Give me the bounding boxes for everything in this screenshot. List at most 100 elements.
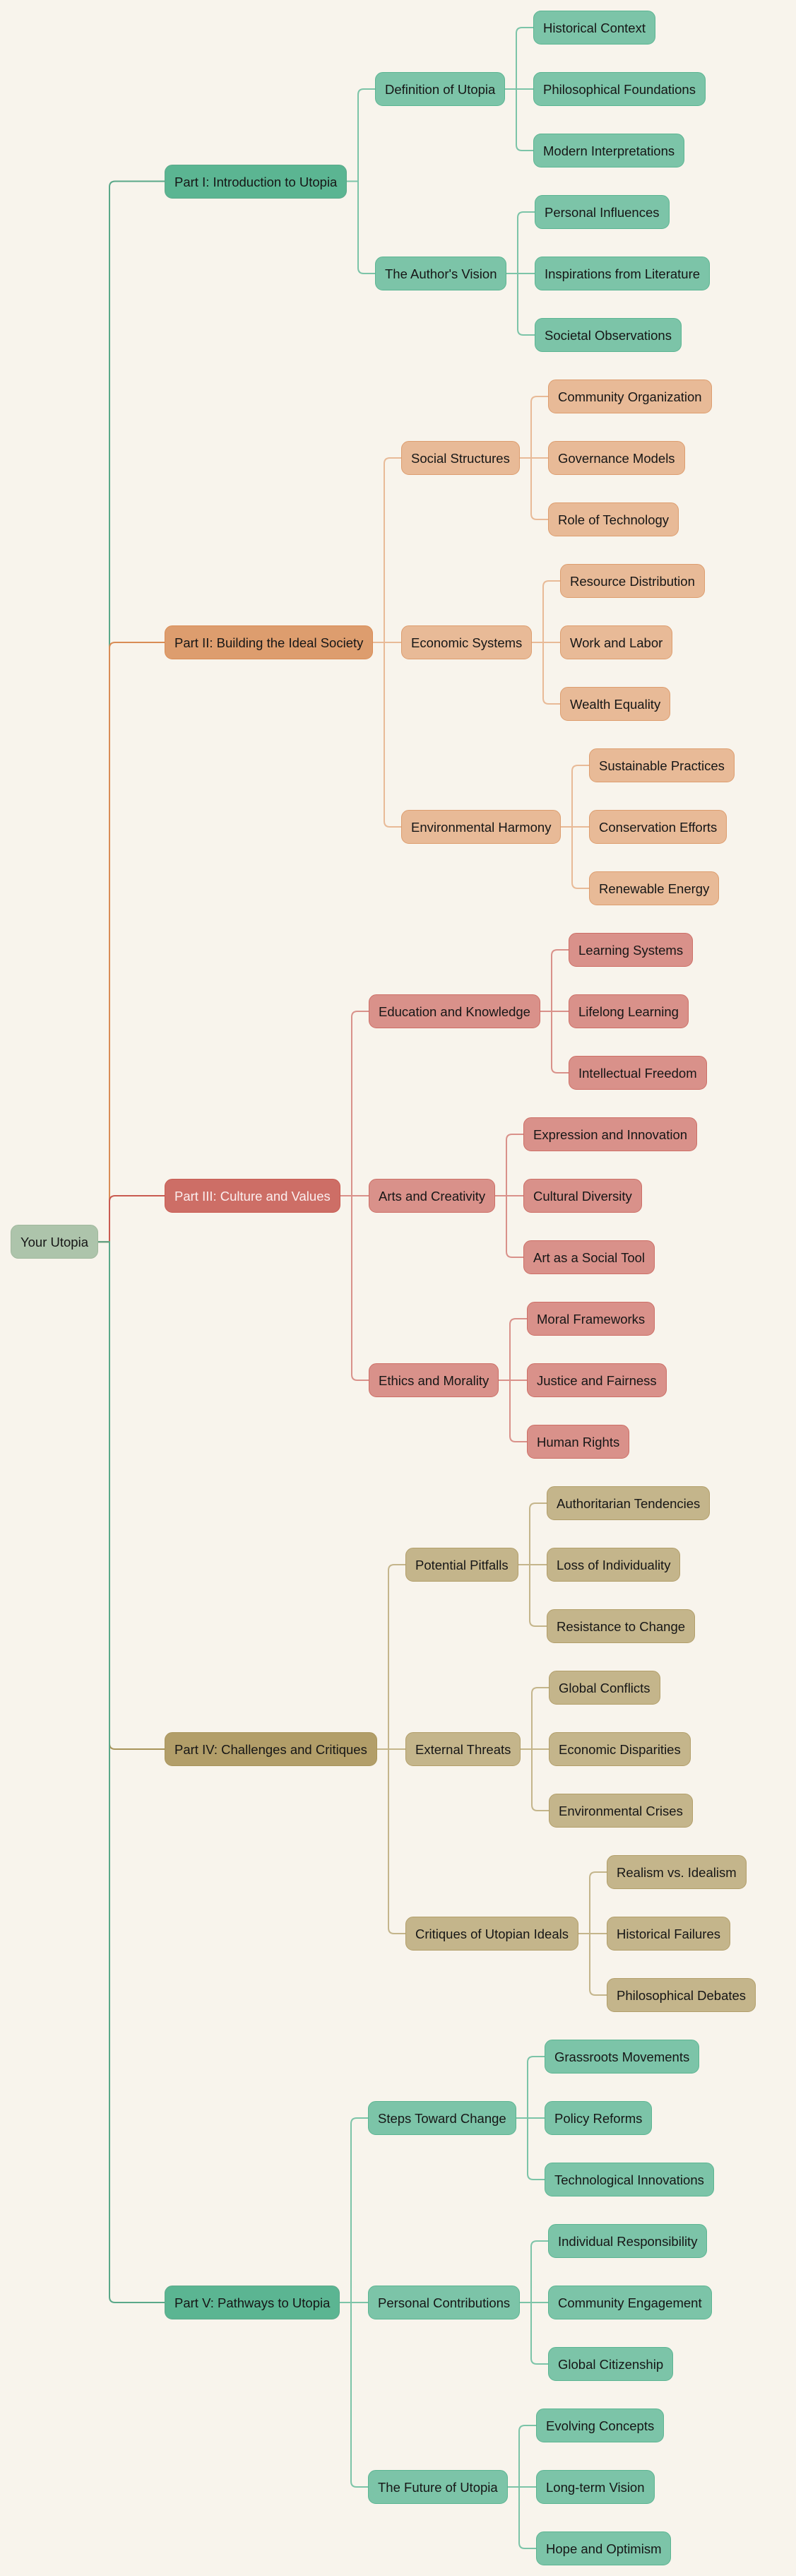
part-node-2[interactable]: Part II: Building the Ideal Society [165,625,374,659]
leaf-node[interactable]: Cultural Diversity [523,1179,642,1213]
subtopic-node[interactable]: Definition of Utopia [375,72,506,106]
link-root-part-4 [98,1241,165,1750]
leaf-node[interactable]: Grassroots Movements [545,2040,700,2074]
subtopic-node[interactable]: The Author's Vision [375,257,507,290]
leaf-node[interactable]: Work and Labor [560,625,673,659]
leaf-node[interactable]: Global Conflicts [549,1671,660,1705]
leaf-node[interactable]: Inspirations from Literature [535,257,711,290]
leaf-node[interactable]: Moral Frameworks [527,1302,655,1336]
link-subtopic-leaf [505,27,533,90]
link-subtopic-leaf [516,2056,545,2119]
leaf-node[interactable]: Policy Reforms [545,2101,653,2135]
link-subtopic-leaf [516,2117,545,2180]
link-part-subtopic [377,1748,405,1934]
leaf-node[interactable]: Technological Innovations [545,2163,714,2196]
leaf-node[interactable]: Individual Responsibility [548,2224,708,2258]
link-subtopic-leaf [505,88,533,151]
part-node-1[interactable]: Part I: Introduction to Utopia [165,164,347,199]
leaf-node[interactable]: Role of Technology [548,502,679,536]
subtopic-node[interactable]: Arts and Creativity [369,1179,496,1213]
leaf-node[interactable]: Historical Failures [607,1917,731,1951]
leaf-node[interactable]: Long-term Vision [536,2470,655,2504]
leaf-node[interactable]: Justice and Fairness [527,1363,667,1397]
link-root-part-5 [98,1241,165,2303]
part-node-4[interactable]: Part IV: Challenges and Critiques [165,1732,377,1766]
link-subtopic-leaf [578,1871,607,1934]
link-subtopic-leaf [499,1318,527,1381]
leaf-node[interactable]: Expression and Innovation [523,1117,698,1151]
leaf-node[interactable]: Community Engagement [548,2286,712,2319]
leaf-node[interactable]: Governance Models [548,441,685,475]
link-subtopic-leaf [518,1502,547,1565]
link-subtopic-leaf [495,1195,523,1258]
leaf-node[interactable]: Philosophical Foundations [533,72,706,106]
part-node-5[interactable]: Part V: Pathways to Utopia [165,2286,340,2319]
subtopic-node[interactable]: The Future of Utopia [368,2470,508,2504]
leaf-node[interactable]: Realism vs. Idealism [607,1855,747,1889]
subtopic-node[interactable]: Economic Systems [401,625,533,659]
leaf-node[interactable]: Societal Observations [535,318,682,352]
subtopic-node[interactable]: Personal Contributions [368,2286,521,2319]
link-part-subtopic [373,642,401,828]
leaf-node[interactable]: Wealth Equality [560,687,671,721]
leaf-node[interactable]: Authoritarian Tendencies [547,1486,711,1520]
link-subtopic-leaf [561,826,589,889]
leaf-node[interactable]: Environmental Crises [549,1794,693,1828]
link-part-subtopic [340,1011,369,1196]
leaf-node[interactable]: Sustainable Practices [589,748,735,782]
leaf-node[interactable]: Human Rights [527,1425,630,1459]
subtopic-node[interactable]: External Threats [405,1732,521,1766]
link-subtopic-leaf [520,2302,548,2365]
leaf-node[interactable]: Global Citizenship [548,2347,674,2381]
leaf-node[interactable]: Resistance to Change [547,1609,696,1643]
link-part-subtopic [340,2117,368,2303]
subtopic-node[interactable]: Social Structures [401,441,520,475]
subtopic-node[interactable]: Environmental Harmony [401,810,562,844]
leaf-node[interactable]: Conservation Efforts [589,810,727,844]
subtopic-node[interactable]: Ethics and Morality [369,1363,499,1397]
link-subtopic-leaf [561,765,589,828]
leaf-node[interactable]: Economic Disparities [549,1732,691,1766]
leaf-node[interactable]: Intellectual Freedom [569,1056,707,1090]
link-subtopic-leaf [520,2240,548,2303]
link-subtopic-leaf [508,2425,536,2488]
leaf-node[interactable]: Loss of Individuality [547,1548,681,1582]
link-root-part-3 [98,1195,165,1243]
root-node[interactable]: Your Utopia [11,1225,98,1259]
link-subtopic-leaf [518,1564,547,1627]
leaf-node[interactable]: Modern Interpretations [533,134,685,167]
link-root-part-1 [98,180,165,1243]
link-part-subtopic [347,180,375,274]
leaf-node[interactable]: Lifelong Learning [569,994,689,1028]
leaf-node[interactable]: Resource Distribution [560,564,705,598]
part-node-3[interactable]: Part III: Culture and Values [165,1179,340,1213]
leaf-node[interactable]: Historical Context [533,11,655,45]
link-subtopic-leaf [506,211,535,274]
leaf-node[interactable]: Personal Influences [535,195,670,229]
link-subtopic-leaf [506,273,535,336]
leaf-node[interactable]: Philosophical Debates [607,1978,756,2012]
link-part-subtopic [347,88,375,182]
link-subtopic-leaf [532,642,560,705]
link-part-subtopic [377,1564,405,1750]
link-part-subtopic [340,2302,368,2488]
link-subtopic-leaf [499,1380,527,1442]
subtopic-node[interactable]: Critiques of Utopian Ideals [405,1917,578,1951]
link-part-subtopic [340,1195,369,1381]
link-subtopic-leaf [521,1687,549,1750]
link-subtopic-leaf [495,1134,523,1196]
subtopic-node[interactable]: Education and Knowledge [369,994,540,1028]
leaf-node[interactable]: Learning Systems [569,933,694,967]
leaf-node[interactable]: Evolving Concepts [536,2409,665,2442]
link-subtopic-leaf [520,396,548,459]
leaf-node[interactable]: Renewable Energy [589,871,720,905]
subtopic-node[interactable]: Potential Pitfalls [405,1548,518,1582]
subtopic-node[interactable]: Steps Toward Change [368,2101,516,2135]
leaf-node[interactable]: Community Organization [548,380,712,413]
link-subtopic-leaf [540,1011,569,1074]
link-subtopic-leaf [532,580,560,643]
link-subtopic-leaf [508,2486,536,2549]
leaf-node[interactable]: Hope and Optimism [536,2531,672,2565]
leaf-node[interactable]: Art as a Social Tool [523,1240,655,1274]
